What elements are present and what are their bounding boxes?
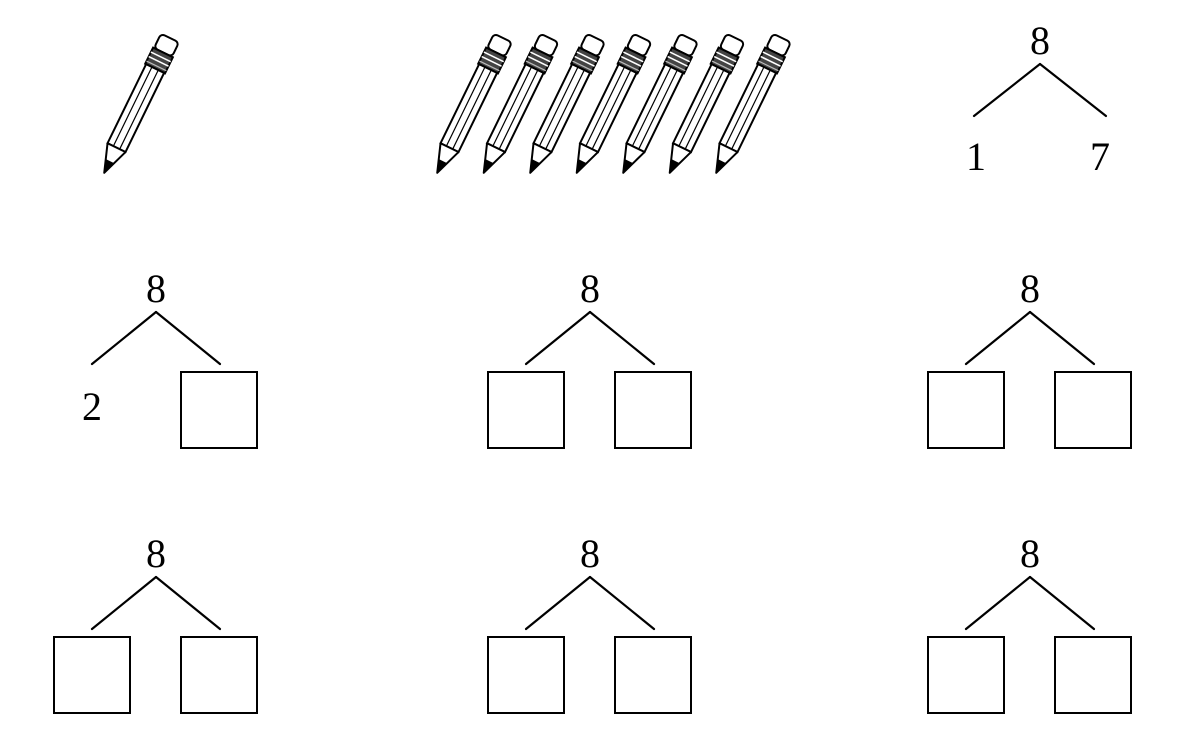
- bond-right-answer-box[interactable]: [615, 637, 691, 713]
- pencil-group-one: [94, 33, 180, 177]
- bond-left-answer-box[interactable]: [488, 637, 564, 713]
- bond-right-branch: [1030, 577, 1094, 629]
- bond-whole-number: 8: [1030, 18, 1050, 63]
- bond-left-answer-box[interactable]: [488, 372, 564, 448]
- bond-left-part: 1: [966, 134, 986, 179]
- bond-whole-number: 8: [1020, 531, 1040, 576]
- bond-whole-number: 8: [146, 531, 166, 576]
- bond-left-answer-box[interactable]: [928, 637, 1004, 713]
- bond-left-answer-box[interactable]: [54, 637, 130, 713]
- bond-left-branch: [92, 577, 156, 629]
- bond-right-answer-box[interactable]: [181, 637, 257, 713]
- bond-right-branch: [1040, 64, 1106, 116]
- bond-left-part: 2: [82, 384, 102, 429]
- pencil-group-seven: [427, 33, 792, 177]
- bond-left-branch: [974, 64, 1040, 116]
- bond-right-branch: [590, 577, 654, 629]
- bond-whole-number: 8: [580, 266, 600, 311]
- number-bond-6: 8: [928, 531, 1131, 713]
- bond-right-part: 7: [1090, 134, 1110, 179]
- bond-left-branch: [966, 312, 1030, 364]
- number-bond-4: 8: [54, 531, 257, 713]
- bond-right-branch: [590, 312, 654, 364]
- bond-right-answer-box[interactable]: [615, 372, 691, 448]
- number-bond-3: 8: [928, 266, 1131, 448]
- bond-right-branch: [156, 312, 220, 364]
- bond-right-branch: [1030, 312, 1094, 364]
- bond-left-branch: [966, 577, 1030, 629]
- bond-right-branch: [156, 577, 220, 629]
- pencil-icon: [94, 33, 180, 177]
- bond-left-branch: [526, 577, 590, 629]
- number-bond-2: 8: [488, 266, 691, 448]
- bond-whole-number: 8: [146, 266, 166, 311]
- bond-left-branch: [92, 312, 156, 364]
- number-bond-5: 8: [488, 531, 691, 713]
- bond-right-answer-box[interactable]: [181, 372, 257, 448]
- bond-left-answer-box[interactable]: [928, 372, 1004, 448]
- number-bond-example: 8 1 7: [966, 18, 1110, 179]
- number-bond-1: 82: [82, 266, 257, 448]
- bond-whole-number: 8: [1020, 266, 1040, 311]
- bond-left-branch: [526, 312, 590, 364]
- bond-whole-number: 8: [580, 531, 600, 576]
- bond-right-answer-box[interactable]: [1055, 372, 1131, 448]
- bond-right-answer-box[interactable]: [1055, 637, 1131, 713]
